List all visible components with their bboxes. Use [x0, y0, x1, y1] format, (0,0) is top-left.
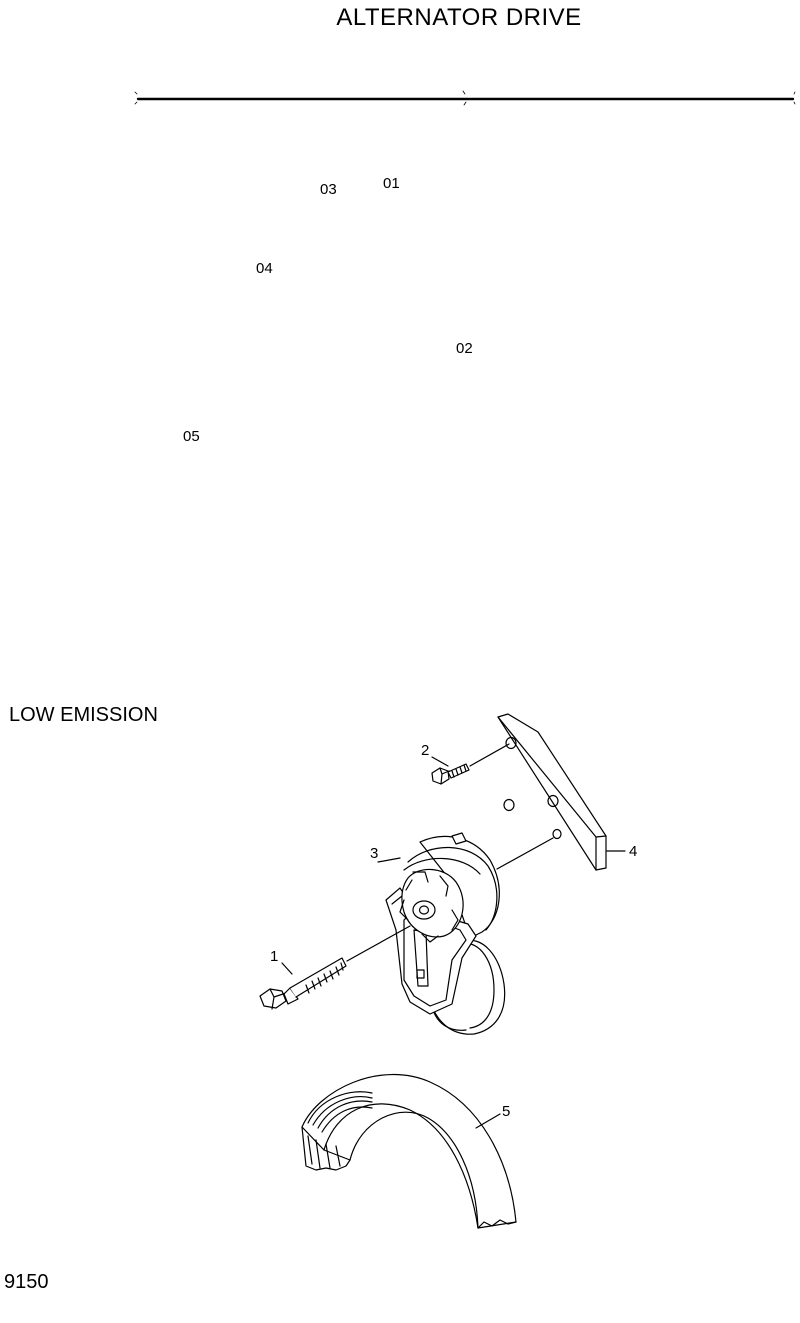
page-title: ALTERNATOR DRIVE [336, 4, 582, 31]
part-callout-1: 1 [270, 948, 279, 965]
section-label: LOW EMISSION [9, 704, 158, 726]
callout-02: 02 [456, 340, 473, 357]
part-callout-2: 2 [421, 742, 430, 759]
part-callout-4: 4 [629, 843, 638, 860]
callout-04: 04 [256, 260, 273, 277]
part-callout-5: 5 [502, 1103, 511, 1120]
bracket-plate [497, 713, 626, 871]
header-rule [134, 90, 796, 106]
page-number: 9150 [4, 1271, 49, 1293]
small-bolt [431, 743, 510, 785]
callout-05: 05 [183, 428, 200, 445]
callout-03: 03 [320, 181, 337, 198]
long-bolt [259, 925, 411, 1010]
tensioner [377, 832, 554, 1035]
belt [301, 1073, 517, 1229]
part-callout-3: 3 [370, 845, 379, 862]
callout-01: 01 [383, 175, 400, 192]
